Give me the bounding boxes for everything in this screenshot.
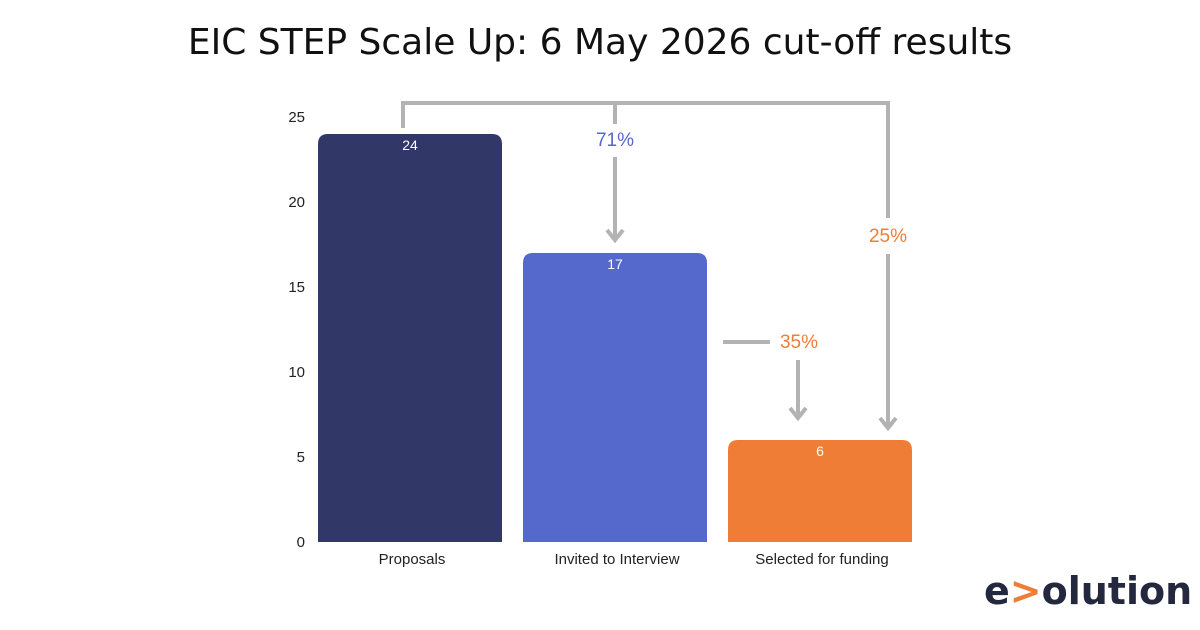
chart-title: EIC STEP Scale Up: 6 May 2026 cut-off re… xyxy=(187,22,1013,63)
bar xyxy=(523,253,707,542)
bar-value-label: 6 xyxy=(816,443,824,459)
y-tick-label: 10 xyxy=(288,364,305,381)
y-tick-label: 15 xyxy=(288,279,305,296)
evolution-logo: e>olution xyxy=(984,566,1192,616)
x-tick-label: Invited to Interview xyxy=(554,551,679,568)
arrow-head-invited xyxy=(605,228,625,244)
y-tick-label: 20 xyxy=(288,194,305,211)
bar xyxy=(318,134,502,542)
conversion-label-selected: 35% xyxy=(780,332,818,353)
flow-arrows: 71% 25% 35% xyxy=(401,101,907,432)
logo-text-suffix: olution xyxy=(1041,569,1193,613)
arrow-head-selected-long xyxy=(878,416,898,432)
bar-value-label: 24 xyxy=(402,137,418,153)
arrow-head-selected xyxy=(788,406,808,422)
conversion-label-selected-total: 25% xyxy=(869,226,907,247)
x-axis: Proposals Invited to Interview Selected fo… xyxy=(379,551,889,568)
arrow-connector-top xyxy=(401,101,890,218)
logo-text-prefix: e xyxy=(984,569,1010,613)
y-tick-label: 0 xyxy=(297,534,305,551)
conversion-label-invited: 71% xyxy=(596,130,634,151)
logo-accent: > xyxy=(1009,569,1042,613)
y-tick-label: 5 xyxy=(297,449,305,466)
bars: 24 17 6 xyxy=(318,134,912,542)
x-tick-label: Proposals xyxy=(379,551,446,568)
bar xyxy=(728,440,912,542)
bar-value-label: 17 xyxy=(607,256,623,272)
x-tick-label: Selected for funding xyxy=(755,551,888,568)
y-tick-label: 25 xyxy=(288,109,305,126)
y-axis: 0 5 10 15 20 25 xyxy=(288,109,305,551)
